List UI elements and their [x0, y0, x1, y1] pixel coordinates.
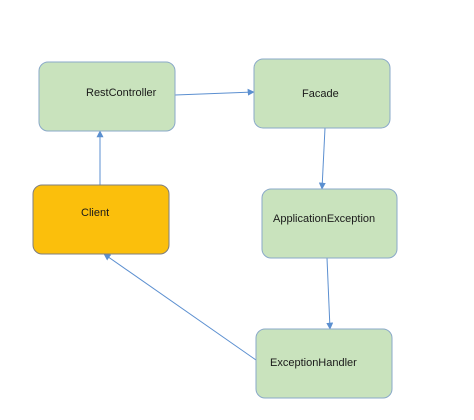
arrow-facade-to-applicationexception [318, 127, 326, 190]
node-box-facade [253, 58, 391, 129]
node-box-applicationexception [261, 188, 398, 259]
node-applicationexception: ApplicationException [261, 188, 398, 259]
node-label-client: Client [81, 207, 109, 219]
node-label-applicationexception: ApplicationException [273, 213, 375, 225]
node-box-client [32, 184, 170, 255]
node-exceptionhandler: ExceptionHandler [255, 328, 393, 399]
node-restcontroller: RestController [38, 61, 176, 132]
arrow-restcontroller-to-facade [174, 88, 255, 96]
node-label-exceptionhandler: ExceptionHandler [270, 357, 357, 369]
arrow-applicationexception-to-exceptionhandler [326, 257, 334, 330]
node-client: Client [32, 184, 170, 255]
edges-layer [96, 88, 334, 361]
node-facade: Facade [253, 58, 391, 129]
arrow-exceptionhandler-to-client [103, 253, 257, 361]
node-box-restcontroller [38, 61, 176, 132]
node-label-facade: Facade [302, 88, 339, 100]
node-box-exceptionhandler [255, 328, 393, 399]
node-label-restcontroller: RestController [86, 87, 157, 99]
